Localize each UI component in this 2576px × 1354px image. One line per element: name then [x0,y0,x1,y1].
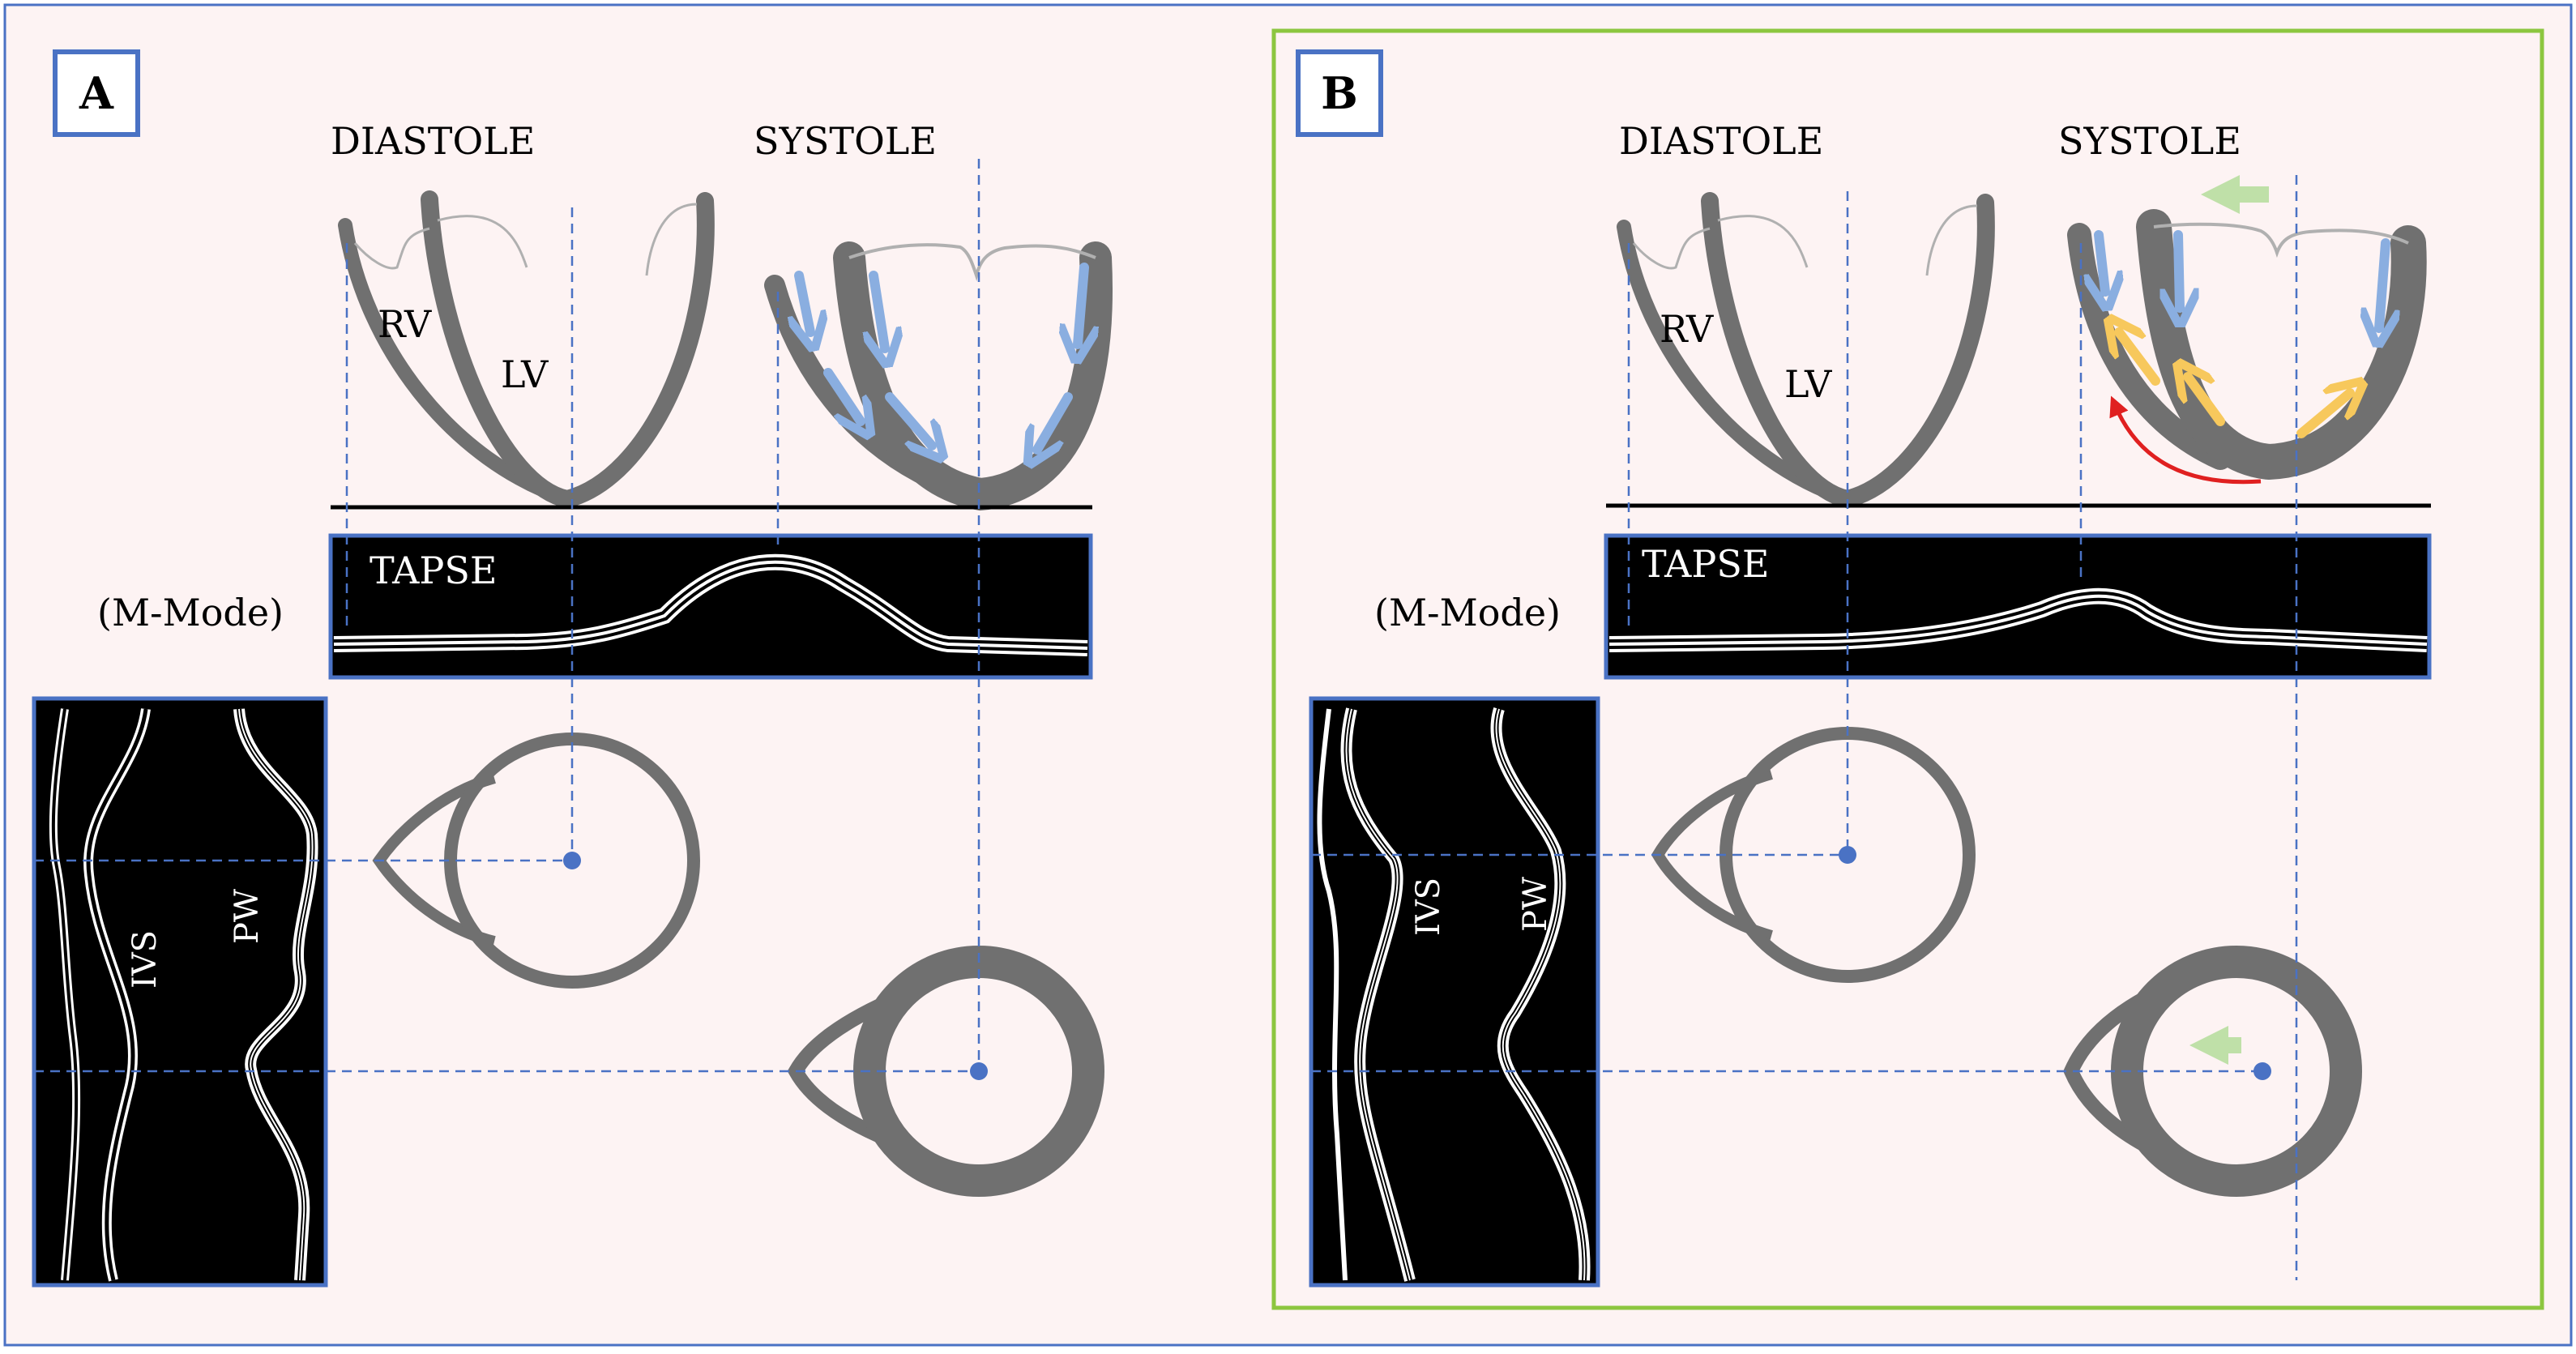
panel-b-lv-label: LV [1784,362,1832,406]
panel-a-letter-box [53,49,140,137]
arrow-blue [2178,230,2180,308]
panel-a-mmode-label: (M-Mode) [97,591,284,634]
panel-a-diastole-heart: RV LV [338,190,715,509]
panel-a-systole-heart [764,241,1113,511]
arrow-yellow [2119,332,2160,386]
panel-b-guide-lines [1311,175,2298,1280]
panel-b-diastole-label: DIASTOLE [1619,119,1823,163]
arrow-blue [874,271,885,348]
panel-b-ivs-label: IVS [1410,878,1447,936]
panel-a-ivs-label: IVS [126,930,164,989]
panel-a-letter: A [79,67,114,119]
arrow-blue [2379,238,2386,328]
panel-b-systole-heart [2067,175,2427,485]
arrow-blue [799,271,810,332]
panel-a-pw-label: PW [229,889,266,944]
panel-b-frame [1271,28,2544,1310]
arrow-blue [823,368,861,421]
panel-a: A DIASTOLE SYSTOLE RV LV (M-Mode) [32,49,1113,1288]
panel-a-ivs-pw-strip [32,696,328,1288]
arrow-blue [2099,230,2105,292]
arrow-red [2109,395,2262,485]
panel-b-center-dot [2253,1062,2271,1080]
panel-b-tapse-strip [1604,533,2432,680]
panel-a-tapse-label: TAPSE [370,549,497,592]
panel-a-diastole-label: DIASTOLE [331,119,535,163]
arrow-blue [885,392,932,446]
panel-b-letter-box [1296,49,1383,137]
arrow-yellow [2188,377,2225,426]
panel-a-lv-label: LV [501,352,549,396]
arrow-yellow [2296,393,2350,438]
panel-b-letter: B [1321,67,1358,119]
arrow-blue [1037,392,1073,450]
panel-a-guide-lines [34,159,980,1073]
panel-b-systole-label: SYSTOLE [2058,119,2241,163]
panel-b-tapse-label: TAPSE [1642,542,1769,586]
panel-b-rv-label: RV [1660,307,1714,351]
panel-b: B DIASTOLE SYSTOLE RV LV [1296,49,2432,1288]
panel-b-mmode-label: (M-Mode) [1374,591,1561,634]
panel-a-rv-label: RV [378,302,432,346]
arrow-blue [1078,263,1084,344]
panel-a-tapse-strip [328,533,1093,680]
panel-a-systole-label: SYSTOLE [754,119,937,163]
panel-b-pw-label: PW [1517,877,1554,932]
